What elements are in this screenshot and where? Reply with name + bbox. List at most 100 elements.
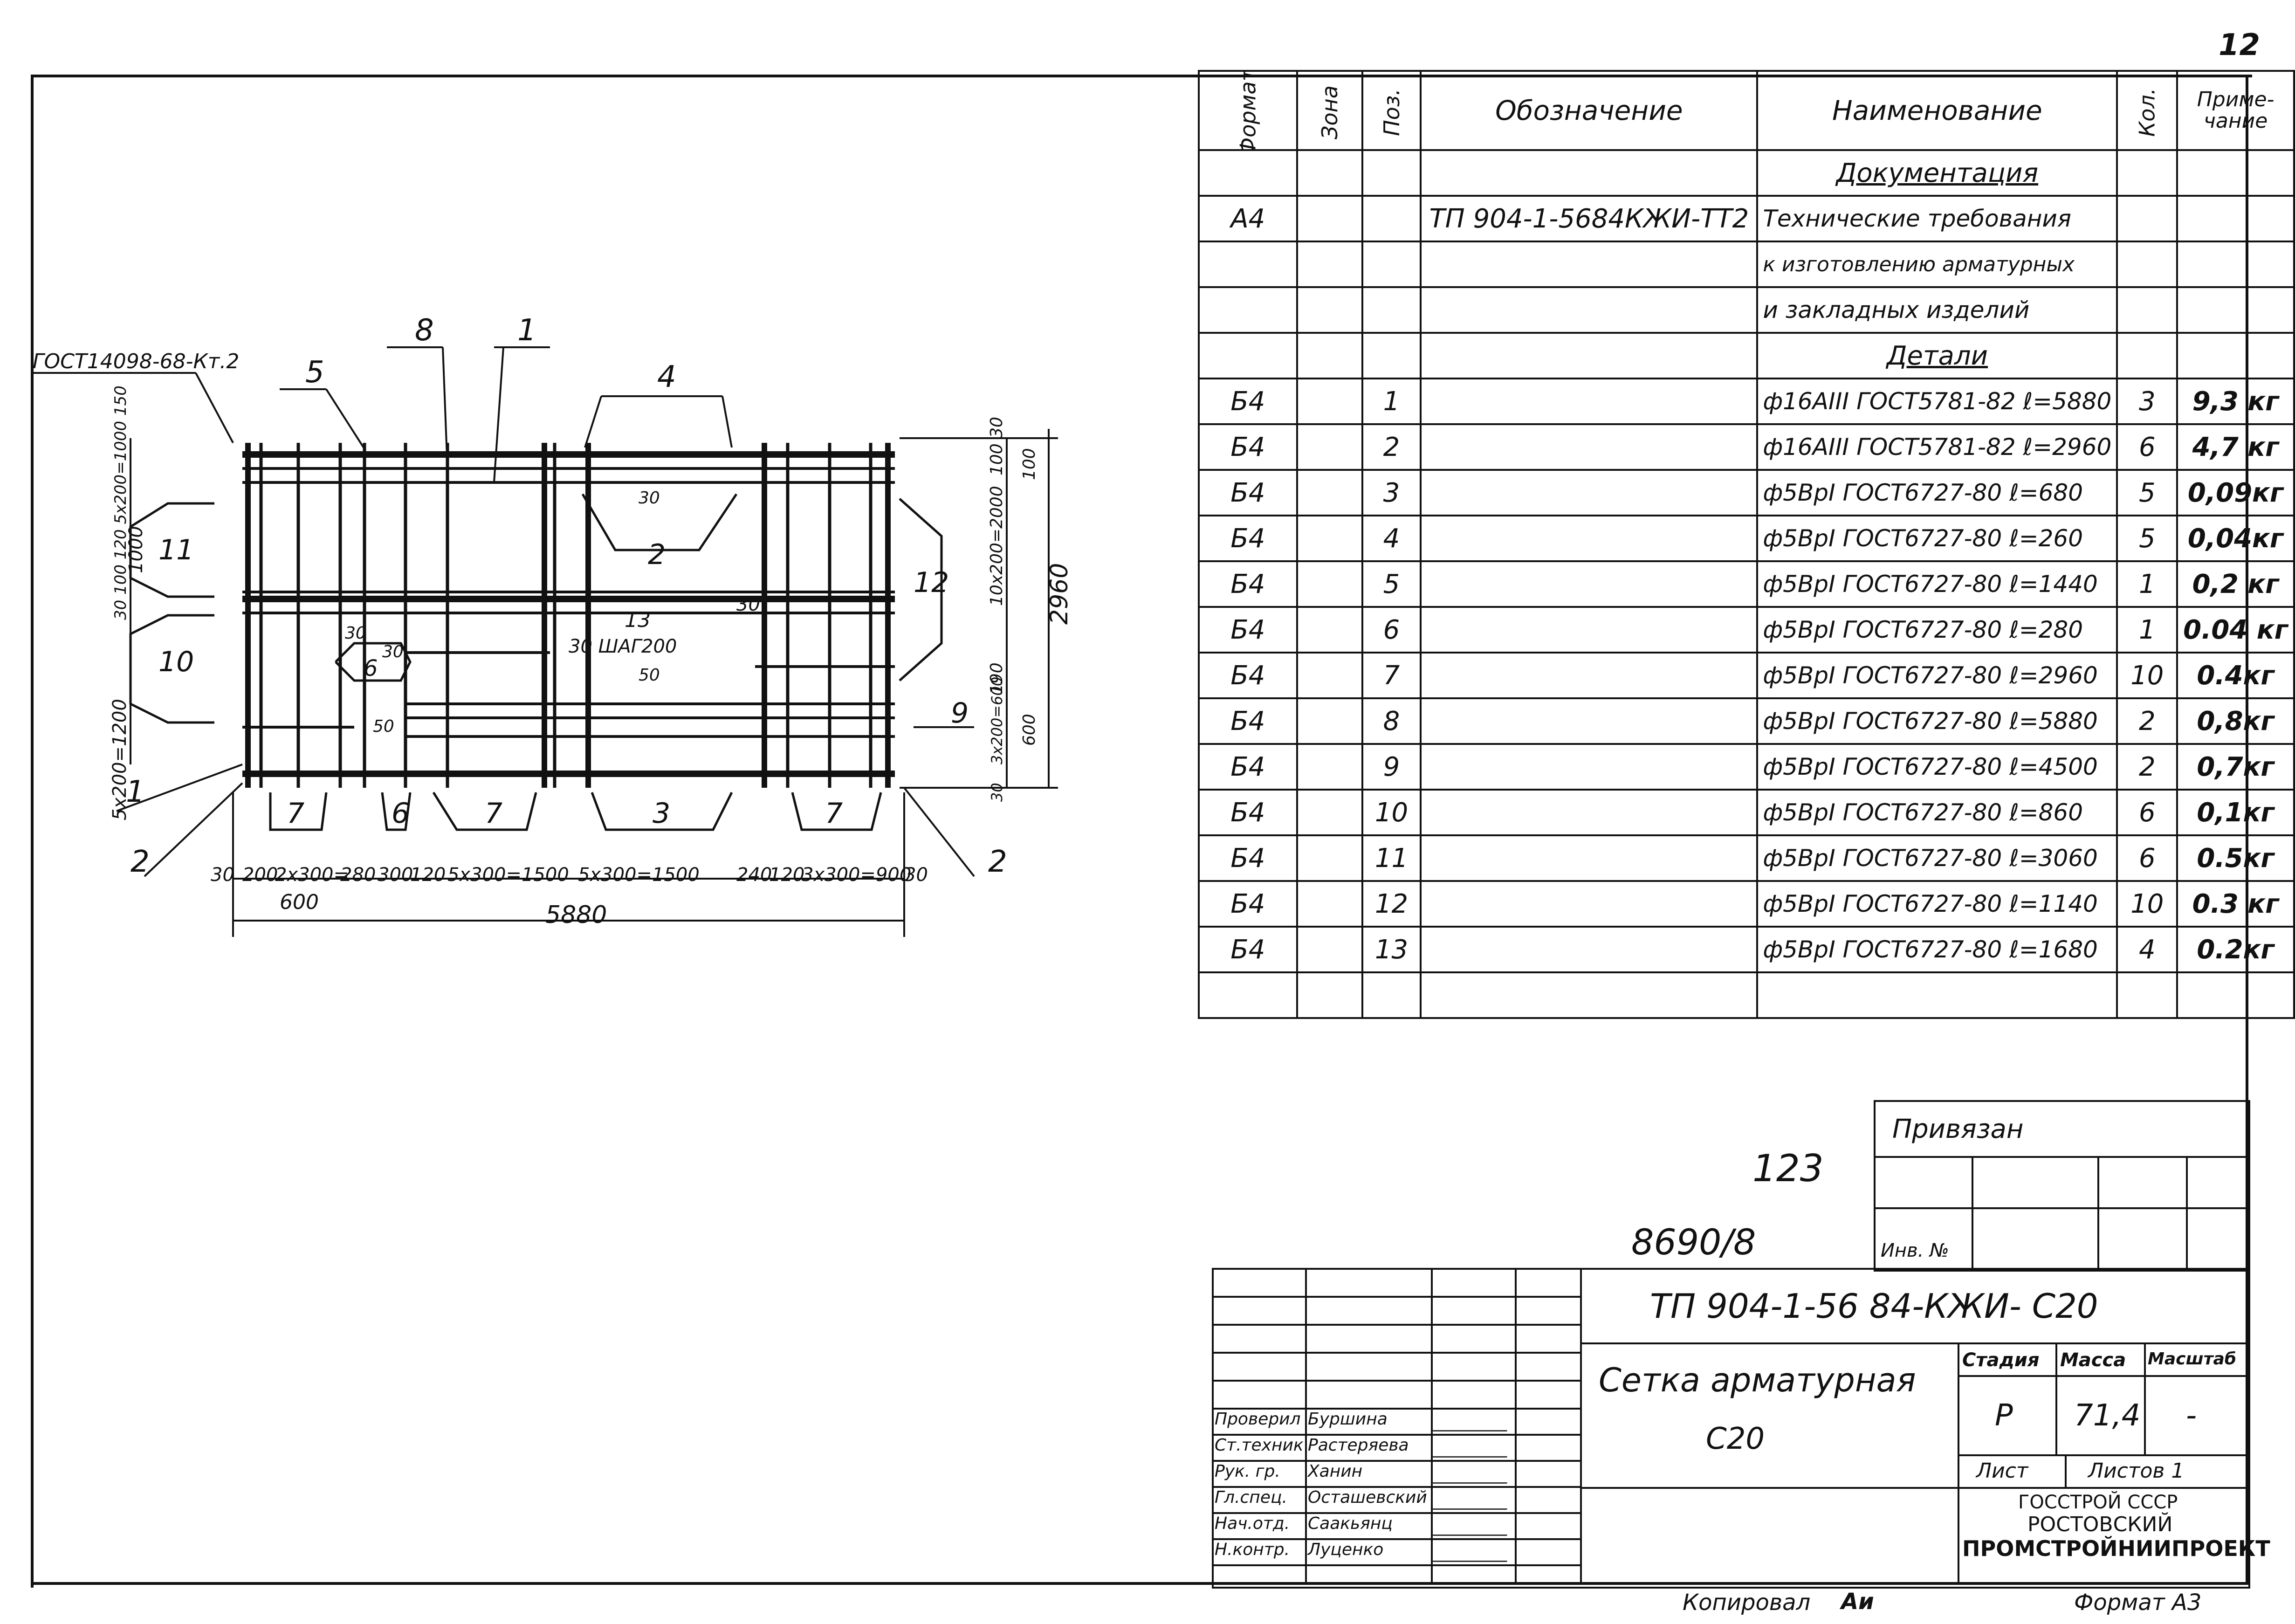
row-name: ф5ВрI ГОСТ6727-80 ℓ=260 [1756,515,2118,562]
row-format: Б4 [1198,880,1298,928]
row-zone [1296,652,1363,699]
bent-bar-outlines [129,493,943,831]
row-note: 9,3 кг [2176,378,2295,425]
org-line2: РОСТОВСКИЙ [2027,1513,2173,1536]
row-pos: 9 [1361,743,1422,791]
specification-table: Формат Зона Поз. Обозначение Наименовани… [1198,70,2295,1019]
doc-designation: ТП 904-1-5684КЖИ-ТТ2 [1420,195,1759,242]
sheets-label: Листов 1 [2088,1459,2185,1483]
row-name: ф5ВрI ГОСТ6727-80 ℓ=860 [1756,789,2118,836]
label-2-inner: 2 [648,538,666,571]
row-qty: 3 [2116,378,2178,425]
dim: 3x300=900 [802,864,911,886]
row-zone [1296,560,1363,608]
callout-8: 8 [415,313,434,348]
row-qty: 1 [2116,560,2178,608]
handwritten-8690: 8690/8 [1631,1221,1756,1263]
row-designation [1420,834,1759,882]
row-format: Б4 [1198,423,1298,471]
row-name: ф5ВрI ГОСТ6727-80 ℓ=2960 [1756,652,2118,699]
callout-1: 1 [517,313,536,348]
row-name: ф5ВрI ГОСТ6727-80 ℓ=1680 [1756,926,2118,973]
row-qty: 10 [2116,880,2178,928]
signer-name: Растеряева [1308,1436,1409,1455]
row-zone [1296,880,1363,928]
row-zone [1296,423,1363,471]
format-label: Формат А3 [2074,1590,2202,1616]
signer-role: Гл.спец. [1215,1488,1287,1507]
signature-scribble [1432,1518,1514,1536]
label-10: 10 [158,646,194,678]
col-zone: Зона [1296,70,1363,151]
signature-scribble [1432,1544,1514,1562]
row-qty: 6 [2116,423,2178,471]
row-name: ф5ВрI ГОСТ6727-80 ℓ=4500 [1756,743,2118,791]
title-line1: Сетка арматурная [1599,1361,1916,1399]
row-name: ф16АIII ГОСТ5781-82 ℓ=2960 [1756,423,2118,471]
small-dim: 30 [345,624,366,643]
row-name: ф5ВрI ГОСТ6727-80 ℓ=680 [1756,469,2118,516]
signer-role: Ст.техник [1215,1436,1304,1455]
row-note: 0.5кг [2176,834,2295,882]
total-length: 5880 [545,901,607,929]
row-pos: 2 [1361,423,1422,471]
dim: 5x300=1500 [578,864,700,886]
col-note: Приме-чание [2176,70,2295,151]
row-format: Б4 [1198,697,1298,745]
section-documentation: Документация [1756,149,2118,197]
row-pos: 11 [1361,834,1422,882]
row-qty: 10 [2116,652,2178,699]
dim-right-bottom: 3x200=600 [988,677,1006,764]
scale-header: Масштаб [2148,1349,2236,1369]
gost-label: ГОСТ14098-68-Кт.2 [33,350,239,373]
row-note: 0,7кг [2176,743,2295,791]
dim: 5x300=1500 [447,864,569,886]
row-zone [1296,606,1363,654]
row-note: 0,8кг [2176,697,2295,745]
row-format: Б4 [1198,515,1298,562]
row-qty: 2 [2116,697,2178,745]
row-qty: 5 [2116,469,2178,516]
doc-name-line: к изготовлению арматурных [1756,241,2118,288]
dim: 2x300= [275,864,349,886]
copier-initials: Аи [1841,1589,1874,1615]
col-format: Формат [1198,70,1298,151]
row-zone [1296,789,1363,836]
scale-value: - [2186,1398,2197,1433]
dim: 280 [340,864,376,886]
row-format: Б4 [1198,560,1298,608]
privyazan-box [1874,1100,2250,1272]
table-row-empty [1198,971,2295,1019]
row-designation [1420,378,1759,425]
doc-row-cont: к изготовлению арматурных [1198,241,2295,288]
label-11: 11 [158,534,194,566]
row-qty: 1 [2116,606,2178,654]
row-designation [1420,606,1759,654]
cell-7b: 7 [485,797,502,830]
inv-no-label: Инв. № [1881,1240,1949,1261]
row-format: Б4 [1198,834,1298,882]
label-6-inner: 6 [364,655,378,681]
col-name: Наименование [1756,70,2118,151]
callout-9: 9 [951,697,969,729]
row-format: Б4 [1198,743,1298,791]
mass-value: 71,4 [2074,1398,2141,1433]
row-zone [1296,697,1363,745]
row-zone [1296,743,1363,791]
title-block [1212,1268,2250,1589]
row-designation [1420,469,1759,516]
row-zone [1296,834,1363,882]
dim: 200 [242,864,278,886]
sheet-label: Лист [1976,1459,2028,1483]
row-designation [1420,697,1759,745]
signer-role: Рук. гр. [1215,1462,1280,1481]
dim: 120 [410,864,446,886]
row-pos: 6 [1361,606,1422,654]
col-designation: Обозначение [1420,70,1759,151]
